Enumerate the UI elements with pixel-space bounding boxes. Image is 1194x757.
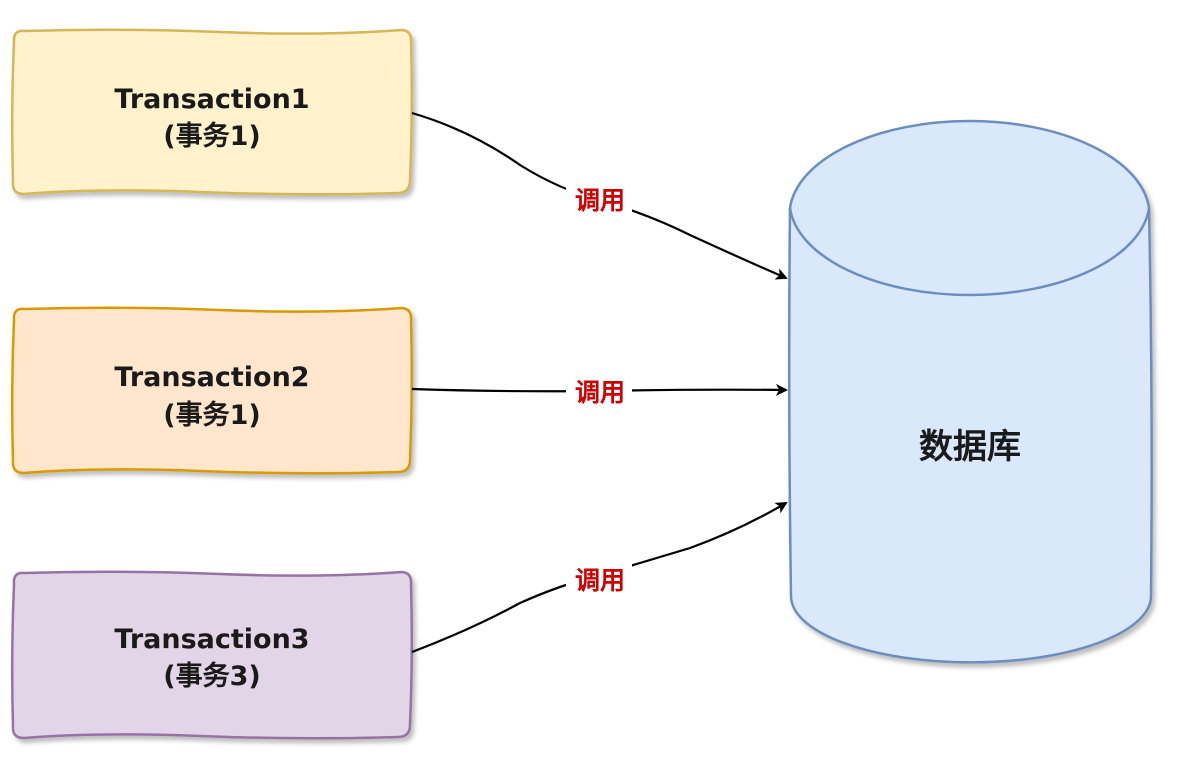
edge-3: 调用 [411, 501, 788, 654]
database-body [787, 119, 1153, 664]
transaction-1-node[interactable]: Transaction1 (事务1) [10, 28, 414, 196]
edge-3-label-bg [566, 562, 632, 596]
database-label: 数据库 [919, 427, 1021, 467]
edge-1: 调用 [411, 111, 788, 280]
edge-2-label-bg [566, 374, 632, 408]
edge-1-label-bg [566, 182, 632, 216]
transaction-2-name: Transaction2 [114, 362, 309, 393]
database-node[interactable]: 数据库 [787, 119, 1153, 664]
transaction-1-name: Transaction1 [114, 84, 309, 115]
transaction-1-subtitle: (事务1) [163, 121, 260, 152]
edge-1-label: 调用 [575, 186, 625, 215]
transaction-3-box [10, 570, 414, 740]
transaction-1-box [10, 28, 414, 196]
transaction-2-box [10, 306, 414, 475]
database-top-rim [788, 207, 1151, 297]
edge-2: 调用 [411, 374, 788, 408]
transaction-3-subtitle: (事务3) [163, 661, 260, 692]
transaction-3-name: Transaction3 [114, 624, 309, 655]
edge-3-label: 调用 [575, 566, 625, 595]
transaction-2-node[interactable]: Transaction2 (事务1) [10, 306, 414, 475]
transaction-3-node[interactable]: Transaction3 (事务3) [10, 570, 414, 740]
transaction-2-subtitle: (事务1) [163, 400, 260, 431]
edge-2-label: 调用 [575, 378, 625, 407]
